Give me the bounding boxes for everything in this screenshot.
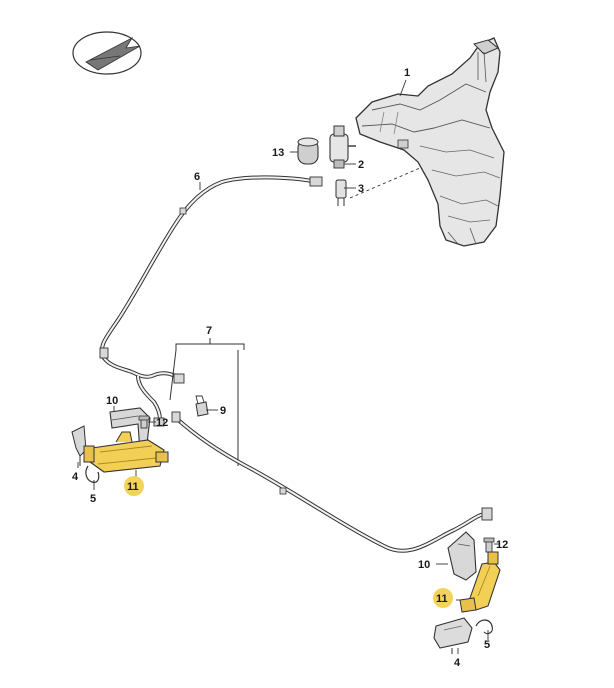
washer-pump-part-2 (329, 125, 356, 169)
label-part-6: 6 (194, 171, 200, 183)
label-part-7: 7 (206, 325, 212, 337)
connector-part-3 (335, 179, 347, 206)
label-part-10-right: 10 (418, 559, 430, 571)
label-part-5-right: 5 (484, 639, 490, 651)
clip-part-9 (195, 395, 209, 417)
label-part-10-left: 10 (106, 395, 118, 407)
label-part-13: 13 (272, 147, 284, 159)
hose-part-7 (171, 411, 493, 553)
compass-direction-icon (72, 31, 142, 75)
mount-part-4-right (433, 617, 473, 654)
label-part-12-left: 12 (156, 417, 168, 429)
label-part-11-left: 11 (127, 481, 139, 493)
label-part-9: 9 (220, 405, 226, 417)
clip-part-5-left (85, 465, 100, 483)
badge-part-11-left: 11 (124, 476, 144, 496)
mount-part-4-left (71, 425, 87, 466)
label-part-12-right: 12 (496, 539, 508, 551)
badge-part-11-right: 11 (433, 588, 453, 608)
label-part-3: 3 (358, 183, 364, 195)
label-part-11-right: 11 (436, 593, 448, 605)
grommet-part-13 (297, 137, 319, 165)
headlamp-washer-pump-part-11-left (83, 431, 169, 473)
label-part-4-right: 4 (454, 657, 461, 669)
label-part-2: 2 (358, 159, 364, 171)
hose-part-6 (99, 175, 323, 374)
headlamp-washer-pump-part-11-right (459, 551, 501, 613)
dashed-leader-pump (349, 167, 421, 199)
leader-lines (77, 79, 500, 654)
screw-part-12-right (483, 537, 495, 553)
bracket-part-7 (169, 338, 245, 466)
clip-part-5-right (475, 619, 493, 635)
screw-part-12-left (138, 415, 150, 429)
bracket-part-10-right (447, 531, 477, 581)
label-part-4-left: 4 (72, 471, 79, 483)
label-part-5-left: 5 (90, 493, 96, 505)
label-part-1: 1 (404, 67, 410, 79)
washer-reservoir (355, 37, 505, 247)
